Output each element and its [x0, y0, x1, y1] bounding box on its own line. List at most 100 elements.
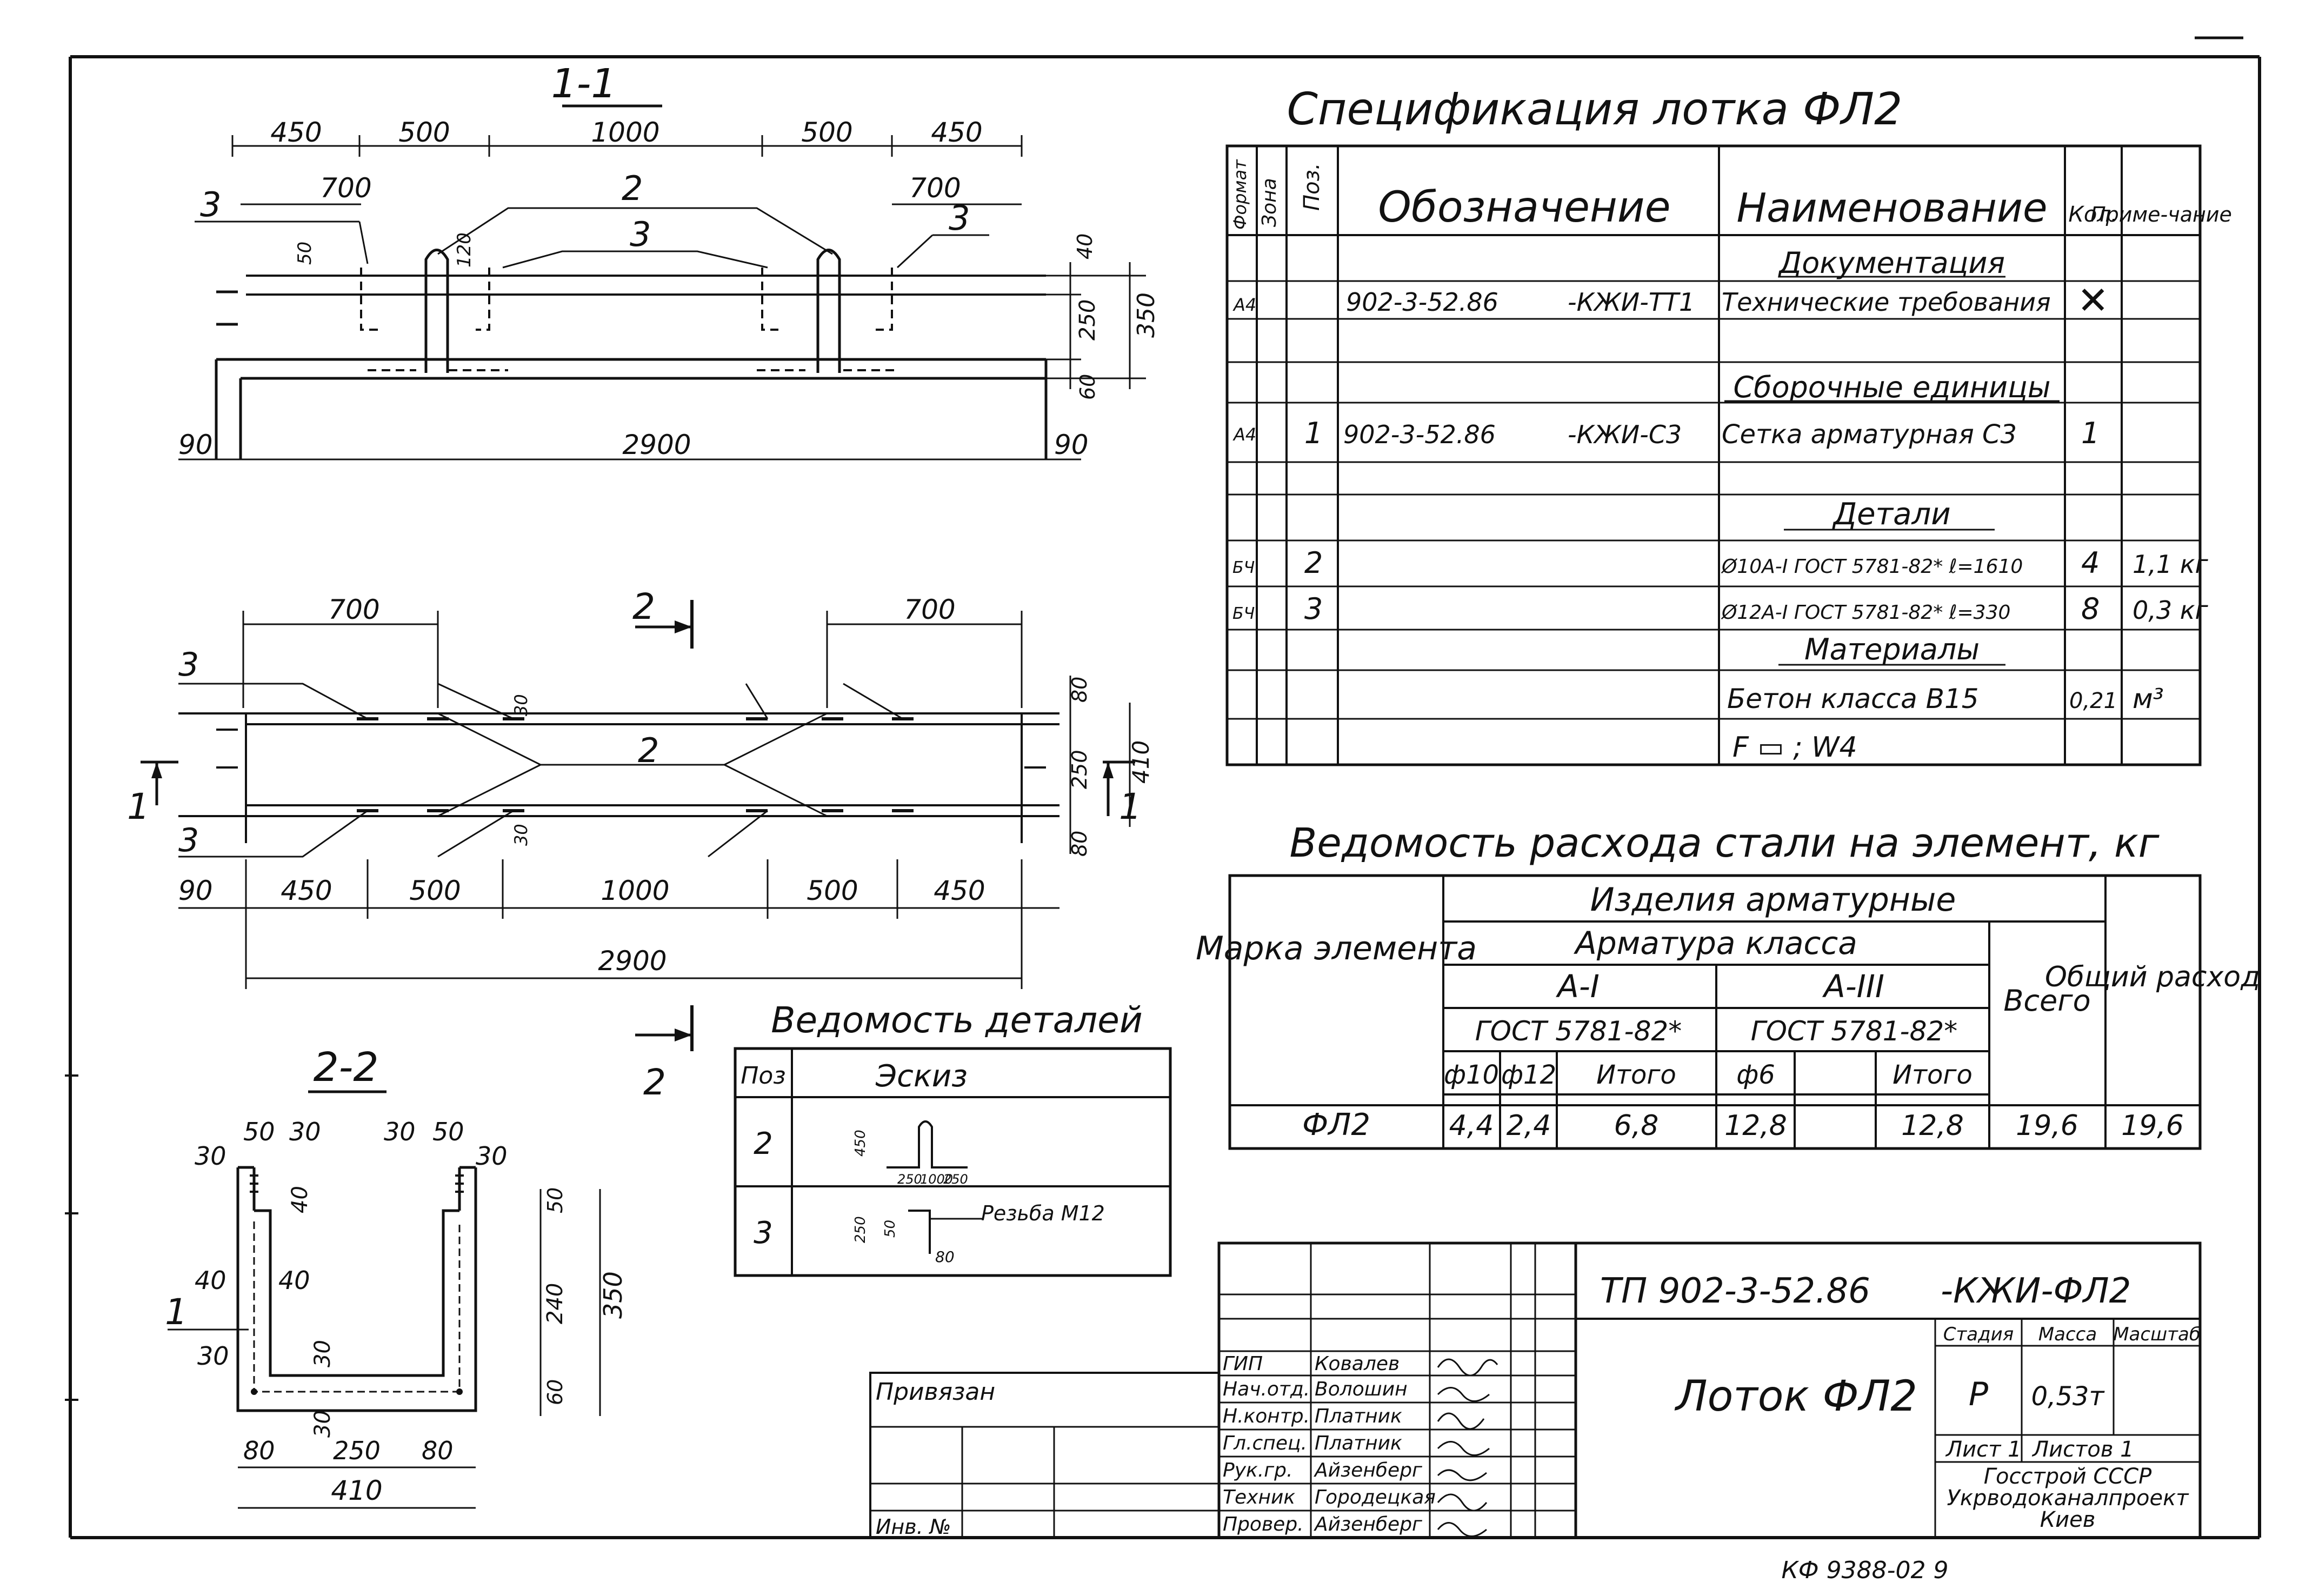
- dim-text: 80: [422, 1436, 454, 1465]
- dim-text: 40: [278, 1266, 310, 1295]
- dim-text: 120: [454, 232, 475, 268]
- spec-row-name: Бетон класса В15: [1727, 683, 1979, 714]
- svg-text:2: 2: [1304, 546, 1323, 580]
- stamp-title: Лоток ФЛ2: [1674, 1372, 1917, 1421]
- callout: 3: [630, 215, 651, 254]
- svg-text:19,6: 19,6: [2121, 1110, 2184, 1142]
- spec-h-name: Наименование: [1736, 185, 2047, 231]
- steel-h-gost: ГОСТ 5781-82*: [1751, 1016, 1957, 1047]
- dim-text: 30: [511, 694, 531, 716]
- dim-text: 700: [320, 172, 371, 204]
- svg-text:Киев: Киев: [2040, 1507, 2096, 1532]
- svg-text:Айзенберг: Айзенберг: [1314, 1513, 1423, 1535]
- spec-h-qty: Кол.: [2068, 202, 2117, 227]
- details-title: Ведомость деталей: [771, 999, 1143, 1041]
- svg-text:Платник: Платник: [1315, 1405, 1402, 1427]
- dim-text: 40: [288, 1186, 312, 1213]
- stamp-privyazan: Привязан: [876, 1378, 995, 1406]
- svg-text:А4: А4: [1232, 295, 1256, 315]
- dim-text: 500: [409, 875, 461, 906]
- svg-text:ф12: ф12: [1501, 1060, 1556, 1090]
- steel-h-sum: Общий расход: [2045, 961, 2260, 993]
- dim-text: 50: [432, 1117, 464, 1146]
- stamp-inv: Инв. №: [876, 1515, 951, 1539]
- title-block: ТП 902-3-52.86 -КЖИ-ФЛ2 Лоток ФЛ2 Стадия…: [869, 1241, 2202, 1539]
- steel-h-class: Арматура класса: [1573, 925, 1857, 961]
- spec-row-note: 1,1 кг: [2133, 550, 2209, 579]
- spec-h-pos: Поз.: [1300, 163, 1324, 211]
- details-table: Ведомость деталей Поз Эскиз 2 3 450 250 …: [734, 999, 1172, 1277]
- svg-text:Итого: Итого: [1596, 1060, 1676, 1090]
- dim-text: 30: [197, 1341, 229, 1371]
- dim-text: 80: [1068, 831, 1091, 857]
- steel-h-element: Марка элемента: [1196, 930, 1477, 967]
- dim-text: 2900: [622, 429, 691, 460]
- steel-title: Ведомость расхода стали на элемент, кг: [1289, 820, 2160, 866]
- dim-text: 450: [934, 875, 985, 906]
- svg-text:Провер.: Провер.: [1223, 1513, 1304, 1535]
- spec-table: Спецификация лотка ФЛ2 Формат Зона Поз. …: [1225, 84, 2232, 766]
- dim-text: 250: [1068, 750, 1091, 789]
- svg-text:Городецкая: Городецкая: [1315, 1486, 1436, 1508]
- spec-row-des2: -КЖИ-С3: [1568, 420, 1682, 449]
- svg-text:Волошин: Волошин: [1315, 1378, 1408, 1400]
- callout: 2: [622, 169, 643, 208]
- dim-text: 1000: [591, 117, 659, 148]
- svg-text:Масса: Масса: [2038, 1324, 2097, 1345]
- section-2-2: 2-2 30 50 30 30 50 30 40 40 40 30 30 30 …: [165, 1044, 628, 1509]
- stamp-code2: -КЖИ-ФЛ2: [1941, 1271, 2131, 1311]
- spec-row-des2: -КЖИ-ТТ1: [1568, 288, 1695, 317]
- svg-text:2,4: 2,4: [1507, 1110, 1551, 1142]
- section-mark: 2: [632, 586, 655, 627]
- svg-text:ф10: ф10: [1444, 1060, 1499, 1090]
- plan-view: 700 700 2 3 2 3: [127, 586, 1154, 1103]
- section-1-1-label: 1-1: [551, 61, 617, 107]
- spec-row-name: Сетка арматурная С3: [1722, 419, 2017, 450]
- dim-text: 50: [294, 242, 316, 265]
- spec-row-qty: 1: [2081, 416, 2100, 450]
- spec-row-name: Ø12А-I ГОСТ 5781-82* ℓ=330: [1721, 602, 2010, 624]
- dim-text: 240: [543, 1283, 568, 1324]
- svg-text:4,4: 4,4: [1449, 1110, 1494, 1142]
- dim-text: 250: [333, 1436, 381, 1465]
- steel-h-gost: ГОСТ 5781-82*: [1475, 1016, 1682, 1047]
- stamp-sheets: Листов 1: [2031, 1437, 2134, 1462]
- svg-text:19,6: 19,6: [2016, 1110, 2078, 1142]
- callout: 3: [200, 185, 221, 224]
- dim-text: 30: [384, 1117, 416, 1146]
- svg-text:250: 250: [943, 1172, 968, 1187]
- dim-text: 500: [801, 117, 852, 148]
- stamp-stage: Р: [1969, 1375, 1989, 1413]
- dim-text: 80: [1068, 677, 1091, 703]
- spec-row-note: 0,3 кг: [2133, 596, 2209, 625]
- svg-text:3: 3: [1304, 592, 1323, 626]
- svg-text:Стадия: Стадия: [1943, 1324, 2014, 1345]
- spec-row-name: Материалы: [1804, 632, 1980, 666]
- dim-text: 500: [398, 117, 450, 148]
- spec-row-name: Ø10А-I ГОСТ 5781-82* ℓ=1610: [1721, 556, 2023, 578]
- dim-text: 350: [598, 1271, 628, 1319]
- stamp-code: ТП 902-3-52.86: [1600, 1271, 1870, 1311]
- svg-text:Н.контр.: Н.контр.: [1223, 1405, 1310, 1427]
- dim-text: 700: [904, 594, 955, 625]
- dim-text: 80: [243, 1436, 275, 1465]
- dim-text: 60: [543, 1379, 567, 1405]
- callout: 3: [178, 822, 199, 859]
- details-h-sketch: Эскиз: [875, 1059, 968, 1094]
- svg-text:Масштаб: Масштаб: [2113, 1324, 2201, 1345]
- dim-text: 30: [310, 1410, 335, 1438]
- svg-text:БЧ: БЧ: [1232, 604, 1255, 623]
- dim-text: 90: [178, 429, 213, 460]
- dim-text: 1000: [601, 875, 669, 906]
- dim-text: 40: [1073, 233, 1097, 259]
- svg-text:Укрводоканалпроект: Укрводоканалпроект: [1947, 1486, 2189, 1511]
- svg-text:ф6: ф6: [1736, 1060, 1775, 1090]
- svg-text:Платник: Платник: [1315, 1432, 1402, 1454]
- details-pos: 2: [754, 1126, 773, 1161]
- svg-text:1: 1: [1304, 416, 1323, 450]
- dim-text: 30: [511, 824, 531, 846]
- svg-text:450: 450: [852, 1130, 869, 1157]
- spec-row-qty: ✕: [2077, 278, 2109, 323]
- dim-text: 60: [1076, 374, 1099, 400]
- signature-marks: [1437, 1358, 1498, 1537]
